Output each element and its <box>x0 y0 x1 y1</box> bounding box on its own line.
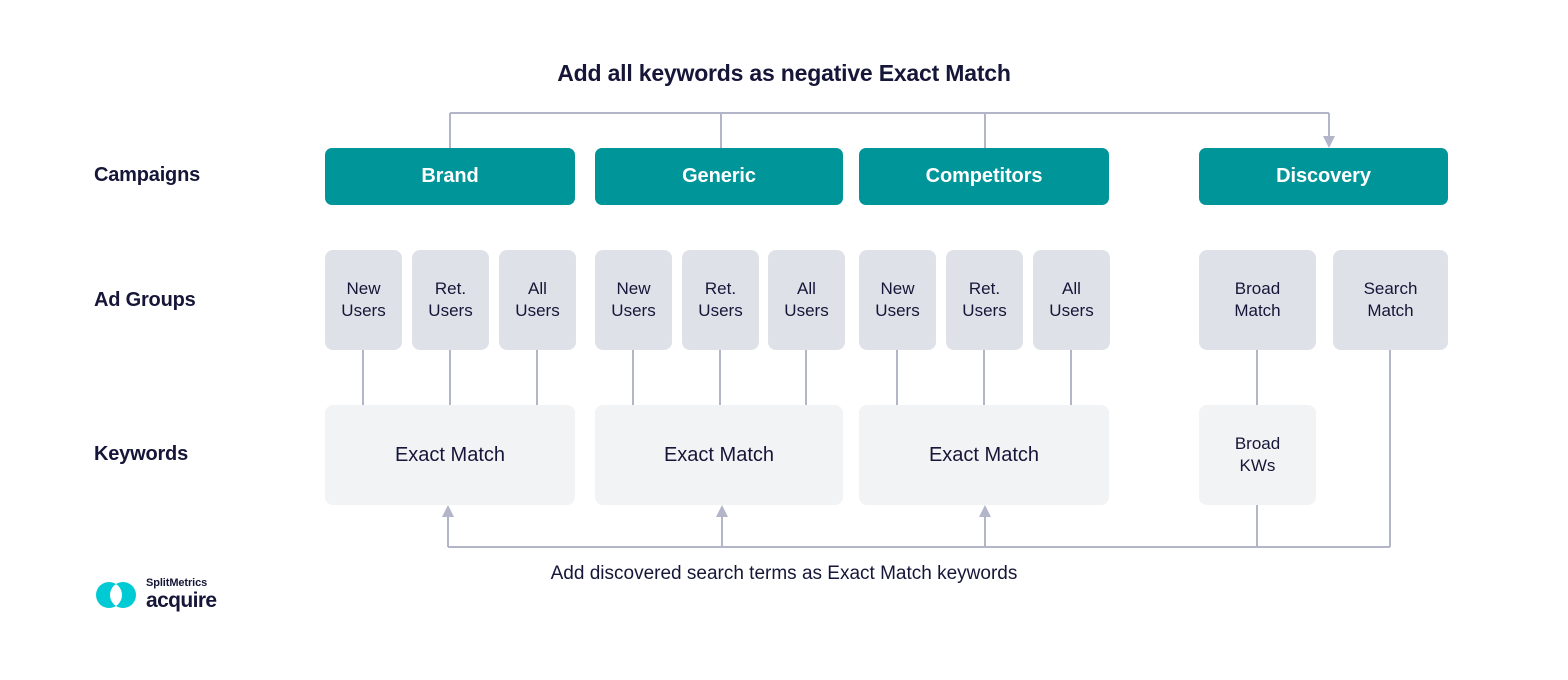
page-title: Add all keywords as negative Exact Match <box>557 60 1011 86</box>
ad-group-label-line1: All <box>528 279 547 298</box>
ad-group-box-brand-ret-users[interactable]: Ret. Users <box>412 250 489 350</box>
ad-group-label-line1: New <box>346 279 381 298</box>
row-label-ad-groups: Ad Groups <box>94 289 196 311</box>
row-label-keywords: Keywords <box>94 443 188 465</box>
ad-group-label-line2: Users <box>962 301 1007 320</box>
campaign-label: Discovery <box>1276 165 1371 187</box>
keyword-box-generic-exact-match[interactable]: Exact Match <box>595 405 843 505</box>
ad-group-label-line2: Users <box>341 301 386 320</box>
splitmetrics-acquire-logo: SplitMetrics acquire <box>95 578 217 611</box>
ad-group-label-line2: Users <box>784 301 829 320</box>
keyword-label: Exact Match <box>394 444 506 466</box>
ad-group-label-line2: Users <box>611 301 656 320</box>
ad-group-label-line2: Users <box>875 301 920 320</box>
arrow-up-competitors <box>979 505 991 517</box>
ad-group-label-line1: New <box>880 279 915 298</box>
arrow-up-generic <box>716 505 728 517</box>
ad-group-label-line1: New <box>616 279 651 298</box>
campaign-label: Competitors <box>925 165 1043 187</box>
campaign-box-brand[interactable]: Brand <box>325 148 575 205</box>
ad-group-box-competitors-ret-users[interactable]: Ret. Users <box>946 250 1023 350</box>
logo-bottom-text: acquire <box>146 589 217 612</box>
logo-wordmark: SplitMetrics acquire <box>146 577 217 612</box>
campaign-box-generic[interactable]: Generic <box>595 148 843 205</box>
arrow-down-discovery <box>1323 136 1335 148</box>
ad-group-label-line1: Ret. <box>434 279 467 298</box>
keyword-label-line2: KWs <box>1239 456 1276 475</box>
ad-group-label-line1: All <box>797 279 816 298</box>
keyword-box-competitors-exact-match[interactable]: Exact Match <box>859 405 1109 505</box>
ad-group-label-line1: Ret. <box>968 279 1001 298</box>
ad-group-label-line1: Broad <box>1234 279 1281 298</box>
row-label-campaigns: Campaigns <box>94 164 201 186</box>
keyword-box-brand-exact-match[interactable]: Exact Match <box>325 405 575 505</box>
arrow-up-brand <box>442 505 454 517</box>
campaign-box-discovery[interactable]: Discovery <box>1199 148 1448 205</box>
ad-group-label-line1: Search <box>1363 279 1418 298</box>
campaign-label: Generic <box>682 165 756 187</box>
footer-caption: Add discovered search terms as Exact Mat… <box>550 563 1018 584</box>
campaign-label: Brand <box>421 165 479 187</box>
ad-group-label-line2: Users <box>1049 301 1094 320</box>
ad-group-label-line2: Users <box>698 301 743 320</box>
keyword-label-line1: Broad <box>1234 434 1281 453</box>
ad-group-label-line1: Ret. <box>704 279 737 298</box>
ad-group-label-line1: All <box>1062 279 1081 298</box>
logo-top-text: SplitMetrics <box>146 577 208 589</box>
keyword-label: Exact Match <box>928 444 1040 466</box>
ad-group-label-line2: Match <box>1367 301 1414 320</box>
overlapping-circles-icon <box>95 580 137 610</box>
ad-group-box-generic-ret-users[interactable]: Ret. Users <box>682 250 759 350</box>
keyword-label: Exact Match <box>663 444 775 466</box>
campaign-box-competitors[interactable]: Competitors <box>859 148 1109 205</box>
ad-group-label-line2: Match <box>1234 301 1281 320</box>
ad-group-label-line2: Users <box>428 301 473 320</box>
ad-group-label-line2: Users <box>515 301 560 320</box>
